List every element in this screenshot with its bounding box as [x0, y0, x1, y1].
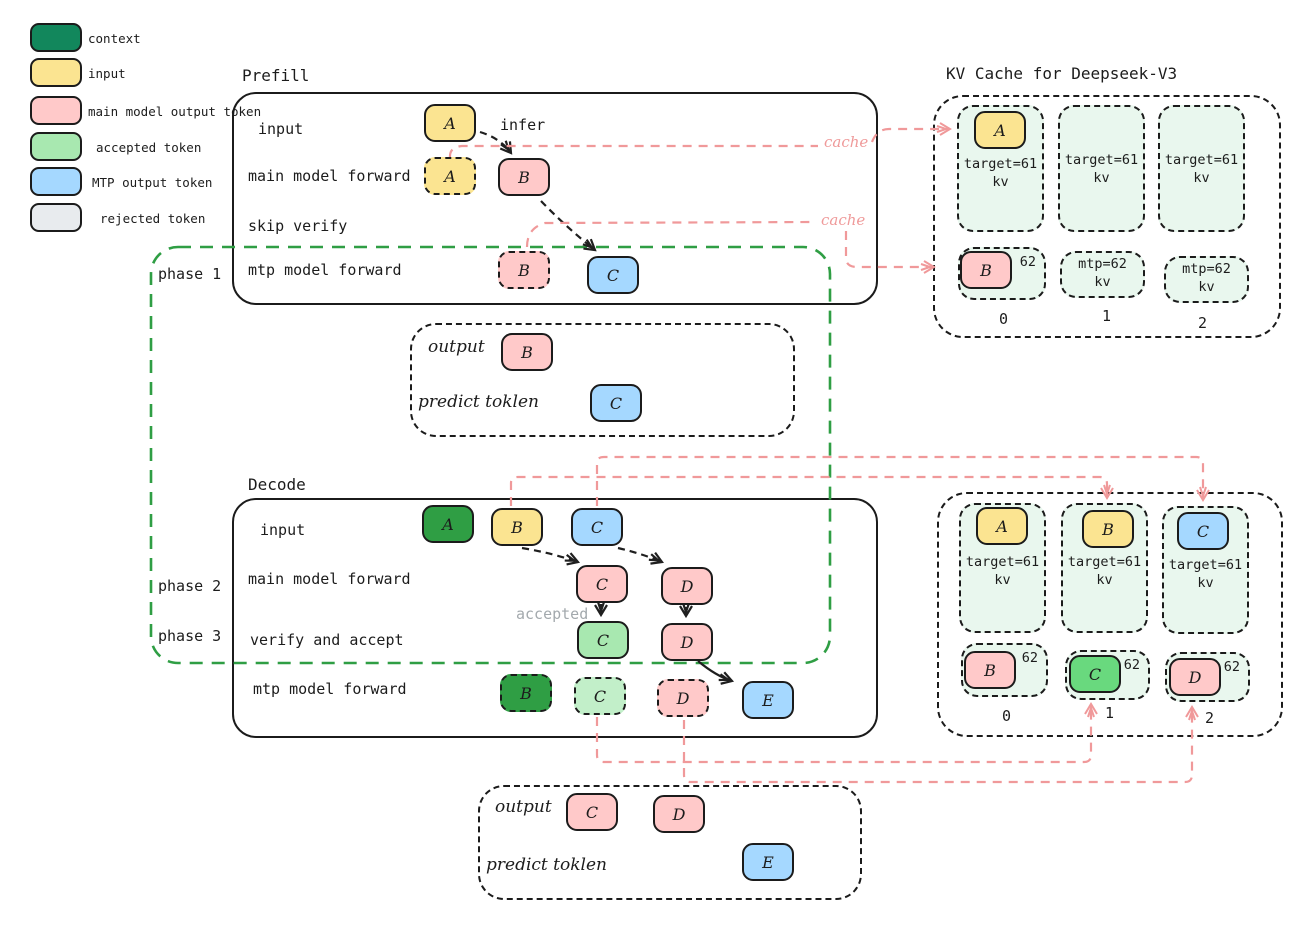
legend-label-context: context [88, 31, 141, 46]
token-decode-input-b: B [491, 508, 543, 546]
phase-2-label: phase 2 [158, 577, 222, 595]
token-prefill-input-a: A [424, 104, 476, 142]
token-decode-main-c: C [576, 565, 628, 603]
token-output2-c: C [566, 793, 618, 831]
token-output2-e: E [742, 843, 794, 881]
kv-top-index-0: 0 [999, 310, 1009, 328]
kv-top-target-1-line1: target=61 [1064, 152, 1139, 168]
token-decode-ver-c: C [577, 621, 629, 659]
token-kv-bottom-b: B [1082, 510, 1134, 548]
legend-swatch-main-output [30, 96, 82, 125]
phase-3-label: phase 3 [158, 627, 222, 645]
legend-label-main-output: main model output token [88, 104, 262, 119]
kv-bottom-target-0-line1: target=61 [965, 554, 1040, 570]
kv-bottom-target-0-line2: kv [994, 572, 1011, 589]
kv-top-title: KV Cache for Deepseek-V3 [946, 64, 1178, 83]
decode-row-mtp: mtp model forward [253, 680, 407, 698]
cache-label-2: cache [821, 211, 866, 229]
phase-1-label: phase 1 [158, 265, 222, 283]
kv-top-mtp-1-line2: kv [1094, 273, 1111, 290]
kv-bottom-target-2-line2: kv [1197, 575, 1214, 592]
kv-bottom-mtp-0-value: 62 [1021, 650, 1038, 666]
legend-label-input: input [88, 66, 126, 81]
output2-predict-label: predict toklen [486, 855, 607, 875]
token-decode-mtp-b: B [500, 674, 552, 712]
prefill-row-main: main model forward [248, 167, 411, 185]
output1-predict-label: predict toklen [418, 392, 539, 412]
cache-label-1: cache [824, 133, 869, 151]
token-prefill-fwd-a: A [424, 157, 476, 195]
kv-top-target-slot-1: target=61 kv [1058, 105, 1145, 232]
legend-label-mtp-output: MTP output token [92, 175, 213, 190]
kv-top-target-1-line2: kv [1093, 170, 1110, 187]
output2-label: output [495, 797, 552, 817]
token-output2-d: D [653, 795, 705, 833]
kv-top-target-0-line2: kv [992, 174, 1009, 191]
legend-swatch-mtp-output [30, 167, 82, 196]
token-kv-top-a: A [974, 111, 1026, 149]
legend-swatch-accepted [30, 132, 82, 161]
token-decode-mtp-e: E [742, 681, 794, 719]
token-decode-input-a: A [422, 505, 474, 543]
kv-top-mtp-2-line1: mtp=62 [1182, 261, 1231, 277]
prefill-row-skip: skip verify [248, 217, 348, 235]
output1-label: output [428, 337, 485, 357]
decode-row-input: input [260, 521, 306, 539]
token-kv-bottom-mtp-d: D [1169, 658, 1221, 696]
legend-label-rejected: rejected token [100, 211, 206, 226]
token-prefill-mtp-c: C [587, 256, 639, 294]
kv-top-target-0-line1: target=61 [963, 156, 1038, 172]
kv-top-target-2-line2: kv [1193, 170, 1210, 187]
kv-top-index-2: 2 [1198, 314, 1208, 332]
token-prefill-fwd-b: B [498, 158, 550, 196]
token-output1-c: C [590, 384, 642, 422]
prefill-title: Prefill [242, 66, 310, 85]
kv-top-target-2-line1: target=61 [1164, 152, 1239, 168]
token-output1-b: B [501, 333, 553, 371]
legend-swatch-input [30, 58, 82, 87]
decode-row-verify: verify and accept [250, 631, 404, 649]
kv-bottom-index-2: 2 [1205, 709, 1215, 727]
kv-top-mtp-2-line2: kv [1198, 278, 1215, 295]
kv-bottom-index-0: 0 [1002, 707, 1012, 725]
token-prefill-mtp-b: B [498, 251, 550, 289]
kv-bottom-mtp-1-value: 62 [1123, 657, 1140, 673]
kv-top-target-slot-2: target=61 kv [1158, 105, 1245, 232]
token-kv-bottom-mtp-c: C [1069, 655, 1121, 693]
decode-title: Decode [248, 475, 306, 494]
kv-bottom-target-2-line1: target=61 [1168, 557, 1243, 573]
accepted-label: accepted [516, 605, 589, 623]
token-decode-mtp-d: D [657, 679, 709, 717]
kv-bottom-target-1-line2: kv [1096, 572, 1113, 589]
kv-top-index-1: 1 [1102, 307, 1112, 325]
kv-bottom-target-1-line1: target=61 [1067, 554, 1142, 570]
kv-top-mtp-slot-2: mtp=62 kv [1164, 256, 1249, 303]
kv-top-box [933, 95, 1281, 338]
legend-label-accepted: accepted token [96, 140, 202, 155]
kv-bottom-mtp-2-value: 62 [1223, 659, 1240, 675]
output-box-2 [478, 785, 862, 900]
token-kv-bottom-a: A [976, 507, 1028, 545]
token-kv-bottom-mtp-b: B [964, 651, 1016, 689]
kv-top-mtp-0-value: 62 [1019, 254, 1036, 270]
prefill-row-mtp: mtp model forward [248, 261, 402, 279]
decode-row-main: main model forward [248, 570, 411, 588]
legend-swatch-context [30, 23, 82, 52]
legend-swatch-rejected [30, 203, 82, 232]
kv-top-mtp-1-line1: mtp=62 [1078, 256, 1127, 272]
kv-top-mtp-slot-1: mtp=62 kv [1060, 251, 1145, 298]
prefill-row-input: input [258, 120, 304, 138]
token-kv-bottom-c: C [1177, 512, 1229, 550]
token-decode-mtp-c: C [574, 677, 626, 715]
infer-label: infer [500, 116, 546, 134]
token-kv-top-b: B [960, 251, 1012, 289]
kv-bottom-index-1: 1 [1105, 704, 1115, 722]
token-decode-input-c: C [571, 508, 623, 546]
token-decode-ver-d: D [661, 623, 713, 661]
token-decode-main-d: D [661, 567, 713, 605]
